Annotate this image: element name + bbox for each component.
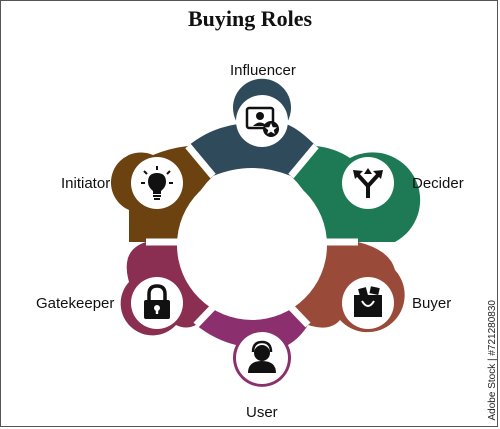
shopping-bag-icon bbox=[354, 286, 382, 317]
stock-watermark: Adobe Stock | #721280830 bbox=[487, 300, 498, 421]
label-decider: Decider bbox=[412, 175, 464, 192]
ring-center bbox=[177, 170, 327, 320]
profile-star-icon bbox=[245, 106, 279, 137]
label-gatekeeper: Gatekeeper bbox=[36, 295, 115, 312]
user-icon bbox=[248, 340, 276, 373]
label-initiator: Initiator bbox=[61, 175, 111, 192]
split-arrows-icon bbox=[353, 168, 383, 198]
diagram-title: Buying Roles bbox=[187, 6, 313, 31]
label-influencer: Influencer bbox=[230, 62, 296, 79]
padlock-icon bbox=[144, 284, 170, 319]
lightbulb-icon bbox=[141, 166, 173, 200]
label-user: User bbox=[246, 404, 278, 421]
label-buyer: Buyer bbox=[412, 295, 452, 312]
